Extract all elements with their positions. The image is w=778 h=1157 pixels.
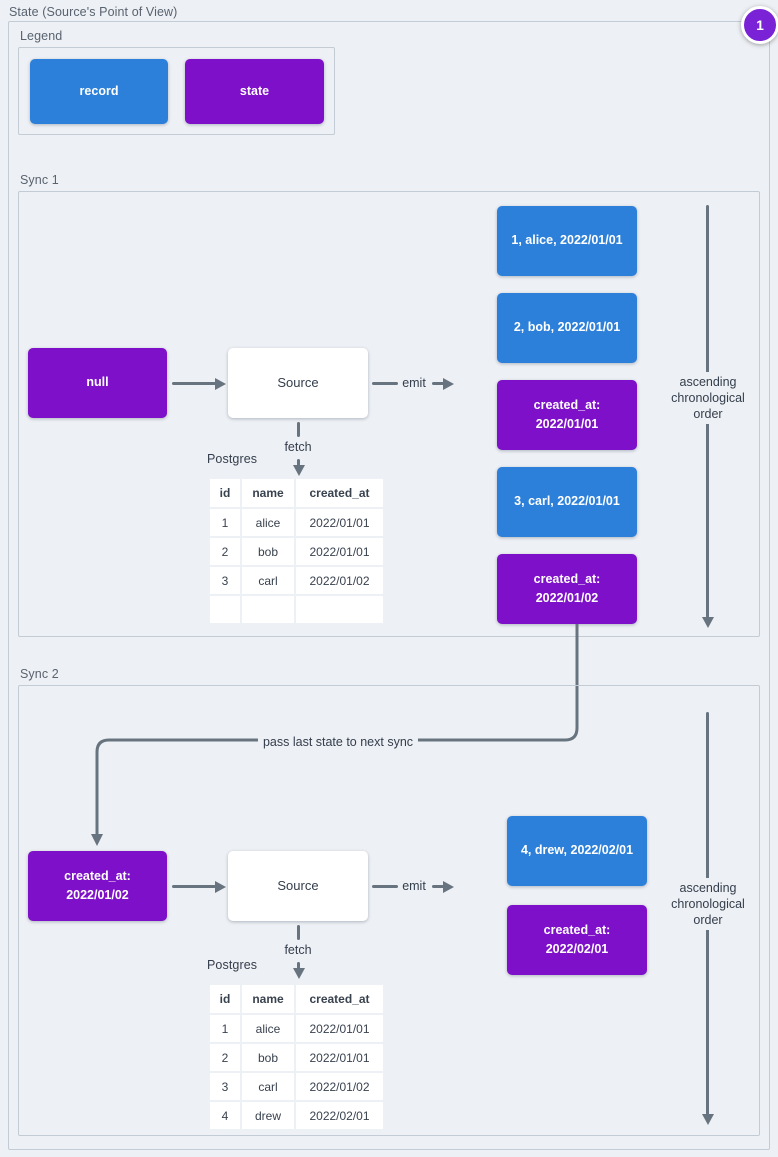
cell: carl	[242, 1073, 294, 1100]
col-header-created-at: created_at	[296, 985, 383, 1013]
cell	[242, 596, 294, 623]
sync2-frame	[18, 685, 760, 1136]
emit-arrow-icon	[432, 377, 454, 390]
cell: 2	[210, 538, 240, 565]
emitted-state: created_at: 2022/02/01	[507, 905, 647, 975]
arrow-state-to-source-icon	[172, 880, 226, 893]
cell	[296, 596, 383, 623]
table-row-empty	[210, 596, 383, 623]
col-header-name: name	[242, 479, 294, 507]
sync1-postgres-table: id name created_at 1 alice 2022/01/01 2 …	[208, 477, 385, 625]
fetch-arrow-icon	[292, 459, 305, 476]
page-title: State (Source's Point of View)	[9, 5, 178, 19]
emitted-state: created_at: 2022/01/01	[497, 380, 637, 450]
cell: 2022/02/01	[296, 1102, 383, 1129]
sync1-fetch-label: fetch	[284, 440, 312, 454]
table-row: 1 alice 2022/01/01	[210, 1015, 383, 1042]
sync2-input-state: created_at: 2022/01/02	[28, 851, 167, 921]
sync2-label: Sync 2	[20, 667, 59, 681]
sync1-source-box: Source	[228, 348, 368, 418]
emit-line-left-icon	[372, 382, 398, 385]
legend-frame	[18, 47, 335, 135]
cell: alice	[242, 1015, 294, 1042]
table-header-row: id name created_at	[210, 985, 383, 1013]
sync2-postgres-table: id name created_at 1 alice 2022/01/01 2 …	[208, 983, 385, 1131]
cell: 2022/01/01	[296, 509, 383, 536]
cell: bob	[242, 1044, 294, 1071]
sync2-emit-label: emit	[402, 879, 426, 893]
cell: bob	[242, 538, 294, 565]
cell	[210, 596, 240, 623]
cell: drew	[242, 1102, 294, 1129]
cell: 4	[210, 1102, 240, 1129]
table-row: 1 alice 2022/01/01	[210, 509, 383, 536]
emitted-record: 4, drew, 2022/02/01	[507, 816, 647, 886]
emitted-record: 1, alice, 2022/01/01	[497, 206, 637, 276]
cell: 3	[210, 1073, 240, 1100]
cell: 2022/01/01	[296, 538, 383, 565]
sync1-order-note: ascending chronological order	[666, 372, 750, 424]
emitted-record: 3, carl, 2022/01/01	[497, 467, 637, 537]
sync2-order-note: ascending chronological order	[666, 878, 750, 930]
sync2-db-label: Postgres	[207, 958, 258, 972]
sync2-fetch-label: fetch	[284, 943, 312, 957]
cell: 1	[210, 1015, 240, 1042]
cell: 2022/01/01	[296, 1044, 383, 1071]
emitted-record: 2, bob, 2022/01/01	[497, 293, 637, 363]
sync1-frame	[18, 191, 760, 637]
col-header-id: id	[210, 985, 240, 1013]
fetch-arrow-icon	[292, 962, 305, 979]
fetch-line-top-icon	[297, 422, 300, 437]
emit-arrow-icon	[432, 880, 454, 893]
annotation-badge[interactable]: 1	[741, 6, 778, 44]
col-header-name: name	[242, 985, 294, 1013]
pass-state-label: pass last state to next sync	[257, 732, 419, 752]
emit-line-left-icon	[372, 885, 398, 888]
cell: alice	[242, 509, 294, 536]
sync2-source-box: Source	[228, 851, 368, 921]
col-header-created-at: created_at	[296, 479, 383, 507]
outer-frame	[8, 21, 770, 1150]
arrow-state-to-source-icon	[172, 377, 226, 390]
fetch-line-top-icon	[297, 925, 300, 940]
legend-label: Legend	[20, 29, 63, 43]
table-row: 3 carl 2022/01/02	[210, 567, 383, 594]
table-row: 2 bob 2022/01/01	[210, 1044, 383, 1071]
cell: 1	[210, 509, 240, 536]
col-header-id: id	[210, 479, 240, 507]
cell: 2022/01/02	[296, 1073, 383, 1100]
cell: 3	[210, 567, 240, 594]
sync1-db-label: Postgres	[207, 452, 258, 466]
cell: 2022/01/01	[296, 1015, 383, 1042]
legend-state-swatch: state	[185, 59, 324, 124]
table-header-row: id name created_at	[210, 479, 383, 507]
emitted-state: created_at: 2022/01/02	[497, 554, 637, 624]
cell: 2	[210, 1044, 240, 1071]
sync1-input-state: null	[28, 348, 167, 418]
legend-record-swatch: record	[30, 59, 168, 124]
cell: 2022/01/02	[296, 567, 383, 594]
table-row: 4 drew 2022/02/01	[210, 1102, 383, 1129]
table-row: 3 carl 2022/01/02	[210, 1073, 383, 1100]
table-row: 2 bob 2022/01/01	[210, 538, 383, 565]
cell: carl	[242, 567, 294, 594]
sync1-emit-label: emit	[402, 376, 426, 390]
sync1-label: Sync 1	[20, 173, 59, 187]
